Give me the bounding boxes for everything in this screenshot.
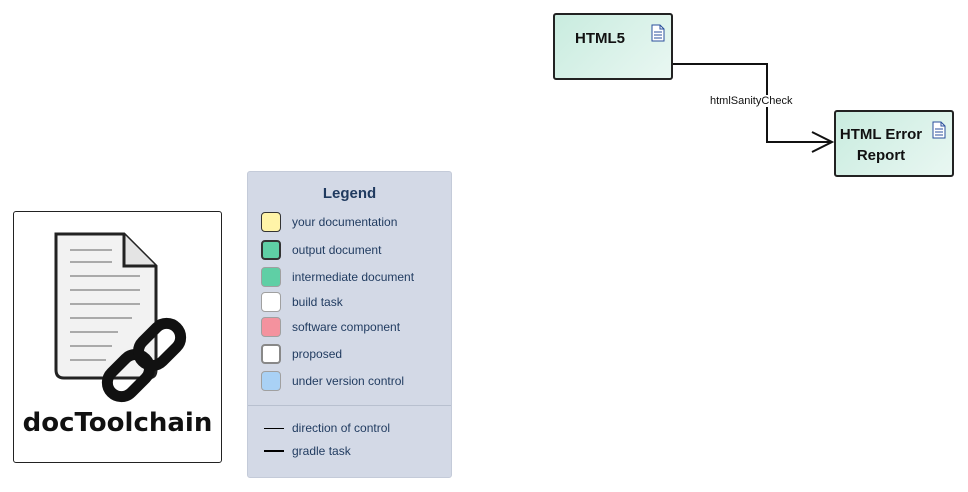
document-icon (932, 121, 946, 139)
node-label-line1: HTML Error (839, 126, 923, 143)
legend-item-your-documentation: your documentation (261, 212, 446, 236)
legend-label: output document (292, 243, 382, 257)
legend-item-proposed: proposed (261, 344, 446, 368)
thin-line-sample (264, 428, 284, 429)
legend-label: proposed (292, 347, 343, 361)
legend-swatch (261, 267, 281, 287)
legend-line-label: direction of control (292, 421, 391, 435)
legend-swatch (261, 317, 281, 337)
thick-line-sample (264, 450, 284, 452)
legend-item-under-version-control: under version control (261, 371, 446, 395)
legend-item-build-task: build task (261, 292, 446, 316)
html5-node[interactable]: HTML5 (553, 13, 673, 80)
legend-swatch (261, 292, 281, 312)
legend-panel: Legend your documentation output documen… (247, 171, 452, 478)
legend-label: under version control (292, 374, 405, 388)
legend-swatch (261, 344, 281, 364)
legend-label: build task (292, 295, 343, 309)
connector-label: htmlSanityCheck (710, 95, 793, 107)
legend-label: your documentation (292, 215, 398, 229)
document-chain-icon (54, 232, 187, 403)
legend-item-intermediate-document: intermediate document (261, 267, 446, 291)
legend-swatch (261, 240, 281, 260)
legend-divider (248, 405, 451, 406)
legend-item-software-component: software component (261, 317, 446, 341)
logo-title: docToolchain (22, 408, 213, 438)
document-icon (651, 24, 665, 42)
legend-line-label: gradle task (292, 444, 351, 458)
legend-title: Legend (322, 185, 377, 202)
legend-swatch (261, 212, 281, 232)
html-error-report-node[interactable]: HTML Error Report (834, 110, 954, 177)
node-label: HTML5 (575, 30, 625, 47)
legend-label: intermediate document (292, 270, 415, 284)
legend-label: software component (292, 320, 401, 334)
legend-item-output-document: output document (261, 240, 446, 264)
legend-swatch (261, 371, 281, 391)
doctoolchain-logo: docToolchain (13, 211, 222, 463)
node-label-line2: Report (856, 147, 906, 164)
